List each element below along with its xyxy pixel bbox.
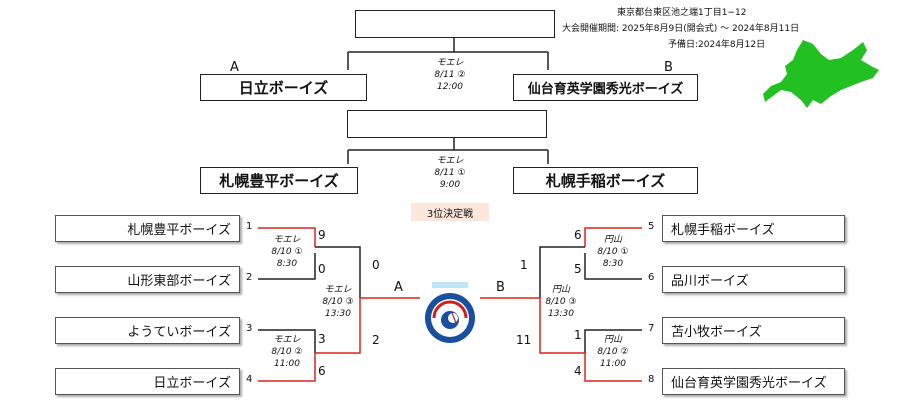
right-semi-score-bottom: 11 (516, 333, 532, 347)
venue-address: 東京都台東区池之端1丁目1−12 (617, 8, 747, 18)
right-seed-8: 8 (648, 374, 655, 385)
right-seed-7: 7 (648, 323, 655, 334)
third-place-winner-box (347, 110, 547, 138)
right-team-6: 品川ボーイズ (662, 266, 845, 293)
left-seed-2: 2 (246, 272, 253, 283)
right-final-label: B (496, 280, 505, 295)
third-left-team: 札幌豊平ボーイズ (200, 167, 358, 194)
right-seed-6: 6 (648, 272, 655, 283)
champion-box (355, 10, 555, 38)
left-semi-score-bottom: 2 (372, 333, 380, 347)
final-left-team: 日立ボーイズ (200, 74, 367, 101)
left-seed-4: 4 (246, 374, 253, 385)
third-place-title: 3位決定戦 (411, 203, 489, 221)
right-score-8: 4 (574, 364, 582, 378)
hokkaido-map-icon (763, 40, 879, 108)
final-right-label: B (664, 60, 673, 75)
left-score-1: 9 (318, 228, 326, 242)
reserve-date: 予備日:2024年8月12日 (668, 40, 766, 50)
left-team-1: 札幌豊平ボーイズ (55, 215, 240, 242)
left-final-label: A (394, 280, 403, 295)
left-seed-1: 1 (246, 221, 253, 232)
third-right-team: 札幌手稲ボーイズ (513, 167, 698, 194)
right-semi-score-top: 1 (520, 258, 528, 272)
right-score-7: 1 (574, 328, 582, 342)
left-team-4: 日立ボーイズ (55, 368, 240, 395)
tournament-period: 大会開催期間: 2025年8月9日(開会式) 〜 2024年8月11日 (562, 24, 800, 34)
right-score-6: 5 (574, 262, 582, 276)
right-score-5: 6 (574, 228, 582, 242)
final-right-team: 仙台育英学園秀光ボーイズ (513, 74, 698, 101)
left-score-4: 6 (318, 364, 326, 378)
final-left-label: A (230, 60, 239, 75)
right-team-8: 仙台育英学園秀光ボーイズ (662, 368, 845, 395)
left-semi-score-top: 0 (372, 258, 380, 272)
right-team-5: 札幌手稲ボーイズ (662, 215, 845, 242)
right-seed-5: 5 (648, 221, 655, 232)
left-score-2: 0 (318, 262, 326, 276)
right-team-7: 苫小牧ボーイズ (662, 317, 845, 344)
left-score-3: 3 (318, 332, 326, 346)
left-team-3: ようていボーイズ (55, 317, 240, 344)
left-team-2: 山形東部ボーイズ (55, 266, 240, 293)
left-seed-3: 3 (246, 323, 253, 334)
league-logo-icon (425, 282, 475, 343)
